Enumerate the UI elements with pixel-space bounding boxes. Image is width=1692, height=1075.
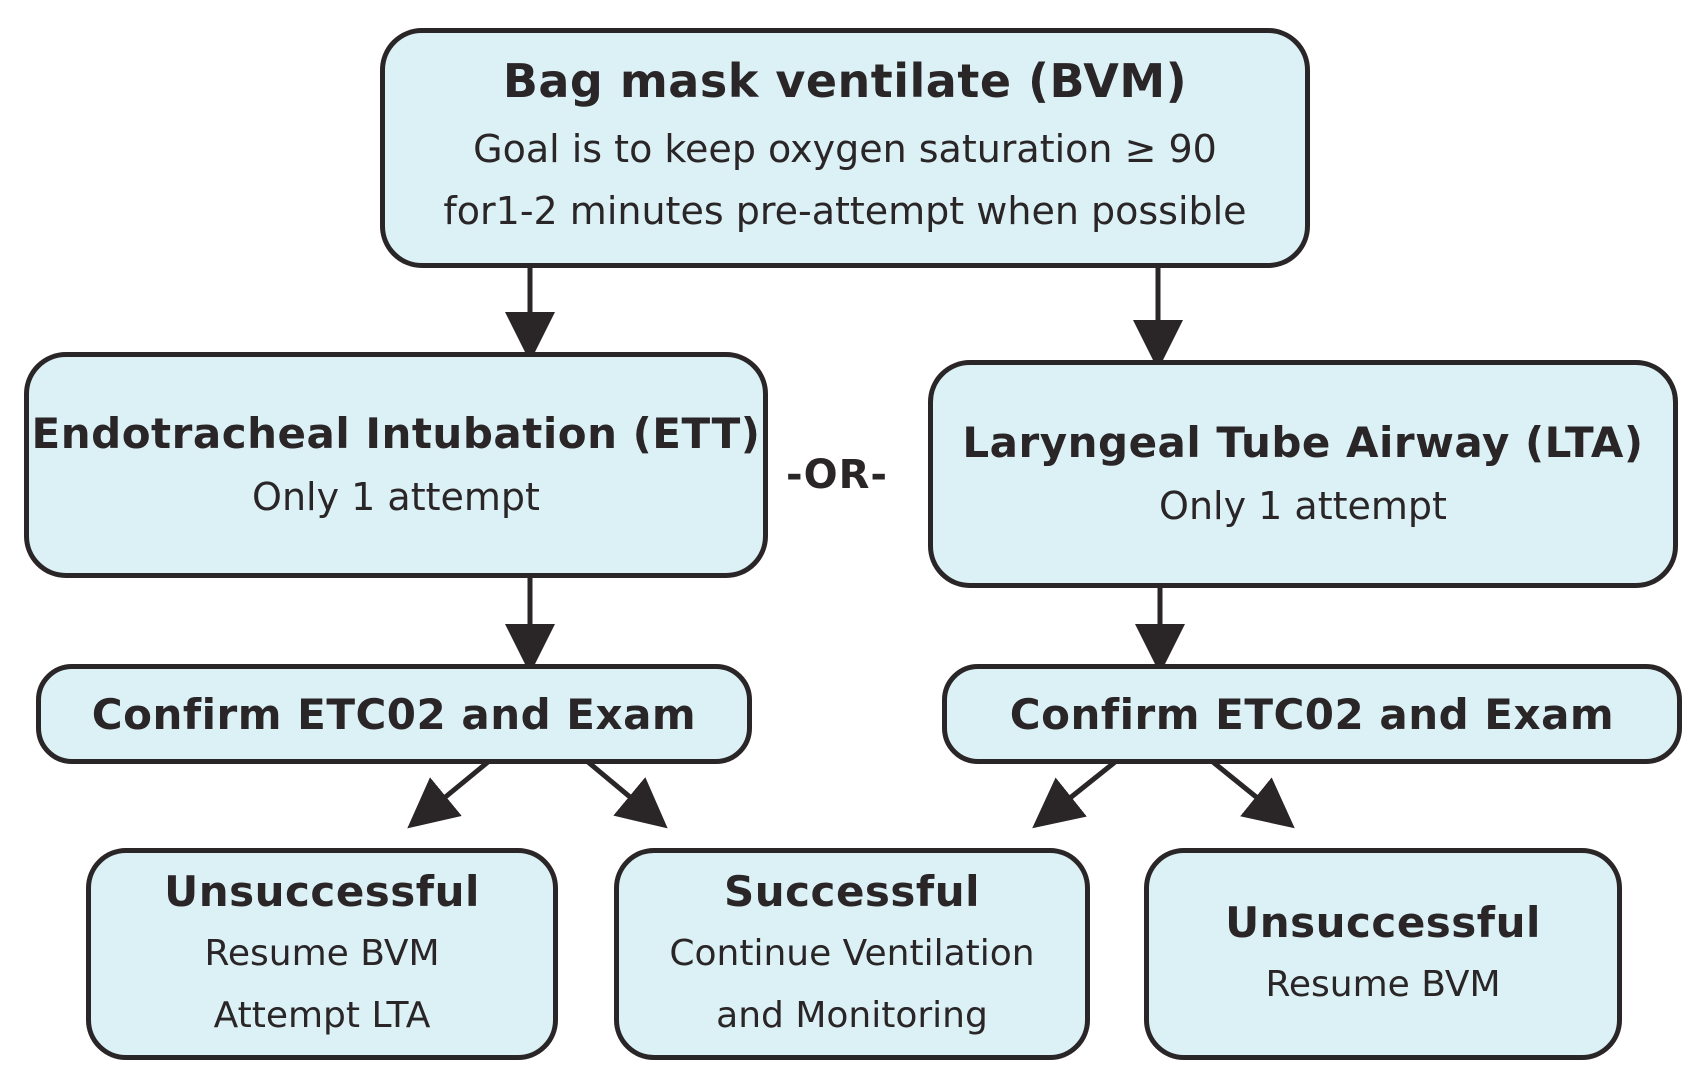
lta-box: Laryngeal Tube Airway (LTA) Only 1 attem… xyxy=(928,360,1678,588)
unsuccessful-right-title: Unsuccessful xyxy=(1225,898,1541,947)
unsuccessful-left-box: Unsuccessful Resume BVM Attempt LTA xyxy=(86,848,558,1060)
arrow-confirm-right-to-successful xyxy=(1032,760,1117,829)
unsuccessful-left-line-1: Resume BVM xyxy=(204,933,440,974)
confirm-left-box: Confirm ETC02 and Exam xyxy=(36,664,752,764)
or-label: -OR- xyxy=(786,452,889,498)
arrow-confirm-left-to-unsuccessful xyxy=(407,760,490,829)
lta-attempts: Only 1 attempt xyxy=(1159,484,1447,528)
arrow-confirm-right-to-unsuccessful xyxy=(1211,760,1295,829)
successful-line-2: and Monitoring xyxy=(716,995,988,1036)
unsuccessful-left-title: Unsuccessful xyxy=(164,867,480,916)
bvm-goal-line-2: for1-2 minutes pre-attempt when possible xyxy=(443,189,1247,233)
confirm-right-box: Confirm ETC02 and Exam xyxy=(942,664,1682,764)
ett-title: Endotracheal Intubation (ETT) xyxy=(31,409,761,458)
unsuccessful-right-box: Unsuccessful Resume BVM xyxy=(1144,848,1622,1060)
bvm-title: Bag mask ventilate (BVM) xyxy=(502,54,1188,108)
ett-attempts: Only 1 attempt xyxy=(252,475,540,519)
arrow-confirm-left-to-successful xyxy=(586,760,668,829)
ett-box: Endotracheal Intubation (ETT) Only 1 att… xyxy=(24,352,768,578)
confirm-left-title: Confirm ETC02 and Exam xyxy=(91,689,697,739)
successful-box: Successful Continue Ventilation and Moni… xyxy=(614,848,1090,1060)
successful-title: Successful xyxy=(724,867,980,916)
unsuccessful-left-line-2: Attempt LTA xyxy=(213,995,431,1036)
lta-title: Laryngeal Tube Airway (LTA) xyxy=(962,418,1644,467)
confirm-right-title: Confirm ETC02 and Exam xyxy=(1009,689,1615,739)
bvm-goal-line-1: Goal is to keep oxygen saturation ≥ 90 xyxy=(473,127,1217,171)
bvm-box: Bag mask ventilate (BVM) Goal is to keep… xyxy=(380,28,1310,268)
unsuccessful-right-line-1: Resume BVM xyxy=(1265,964,1501,1005)
successful-line-1: Continue Ventilation xyxy=(669,933,1035,974)
